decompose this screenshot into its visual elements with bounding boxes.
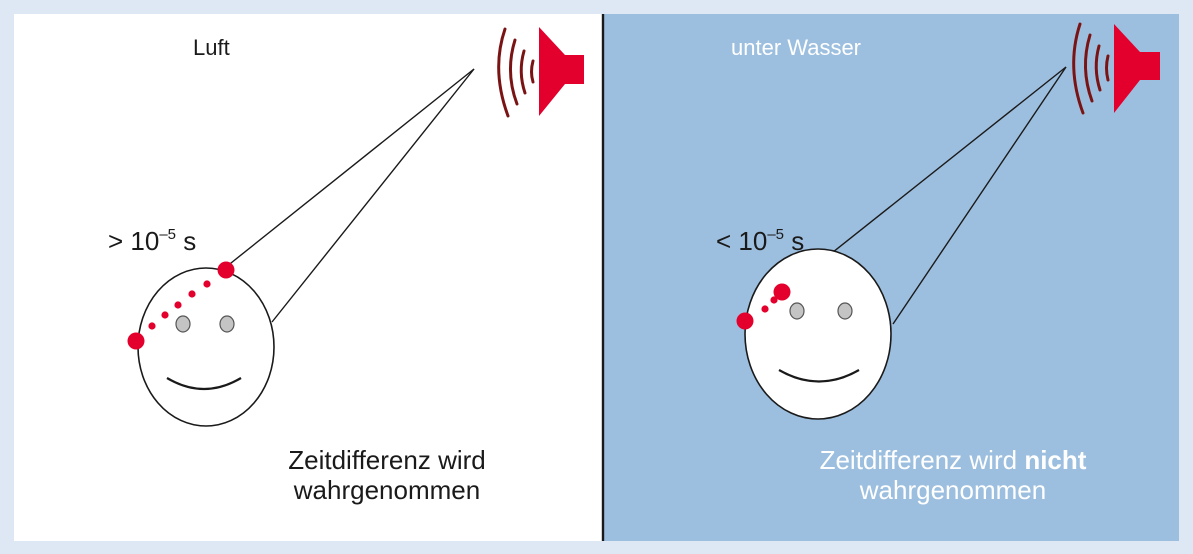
time-base: 10 bbox=[130, 226, 160, 256]
right-eye bbox=[219, 315, 235, 333]
time-exponent: –5 bbox=[767, 226, 785, 243]
right-sound-source bbox=[1072, 22, 1160, 115]
time-comparator: > bbox=[108, 226, 124, 256]
time-unit: s bbox=[183, 226, 197, 256]
left-head bbox=[137, 267, 275, 427]
left-ear-path-dots bbox=[127, 261, 235, 350]
caption-line-2: wahrgenommen bbox=[859, 475, 1047, 505]
loudspeaker-icon bbox=[1114, 24, 1160, 113]
caption-line-1: Zeitdifferenz wird bbox=[288, 445, 486, 475]
right-ear-path-dots bbox=[736, 283, 791, 330]
far-ear-dot bbox=[736, 312, 754, 330]
time-unit: s bbox=[791, 226, 805, 256]
path-dot bbox=[188, 290, 196, 298]
sound-waves-icon bbox=[497, 27, 535, 118]
ray-to-far-side bbox=[271, 68, 475, 323]
right-time-label: < 10–5 s bbox=[716, 226, 804, 261]
caption-line-2: wahrgenommen bbox=[293, 475, 481, 505]
path-dot bbox=[203, 280, 211, 288]
ray-to-far-side bbox=[892, 66, 1067, 325]
path-dot bbox=[761, 305, 769, 313]
smiley-face-icon bbox=[137, 267, 275, 427]
path-dot bbox=[161, 311, 169, 319]
loudspeaker-icon bbox=[539, 27, 584, 116]
near-ear-dot bbox=[217, 261, 235, 279]
caption-line-1: Zeitdifferenz wird nicht bbox=[808, 445, 1098, 475]
left-eye bbox=[175, 315, 191, 333]
path-dot bbox=[770, 296, 778, 304]
time-exponent: –5 bbox=[159, 226, 177, 243]
time-base: 10 bbox=[738, 226, 768, 256]
ray-to-near-ear bbox=[225, 68, 475, 268]
right-panel-title: unter Wasser bbox=[731, 35, 862, 60]
right-eye bbox=[837, 302, 853, 320]
caption-emphasis: nicht bbox=[1024, 445, 1087, 475]
path-dot bbox=[174, 301, 182, 309]
caption-text: Zeitdifferenz wird bbox=[819, 445, 1018, 475]
sound-waves-icon bbox=[1072, 22, 1110, 115]
smiley-face-icon bbox=[744, 248, 892, 420]
left-panel-title: Luft bbox=[193, 35, 230, 60]
left-caption: Zeitdifferenz wird wahrgenommen bbox=[276, 445, 498, 505]
left-time-label: > 10–5 s bbox=[108, 226, 196, 261]
right-head bbox=[744, 248, 892, 420]
left-sound-source bbox=[497, 27, 584, 118]
mouth bbox=[778, 369, 860, 383]
left-sound-rays bbox=[225, 68, 475, 323]
near-ear-dot bbox=[773, 283, 791, 301]
path-dot bbox=[148, 322, 156, 330]
right-caption: Zeitdifferenz wird nicht wahrgenommen bbox=[808, 445, 1098, 505]
left-eye bbox=[789, 302, 805, 320]
time-comparator: < bbox=[716, 226, 732, 256]
far-ear-dot bbox=[127, 332, 145, 350]
mouth bbox=[166, 377, 242, 391]
right-panel-water bbox=[603, 14, 1179, 541]
